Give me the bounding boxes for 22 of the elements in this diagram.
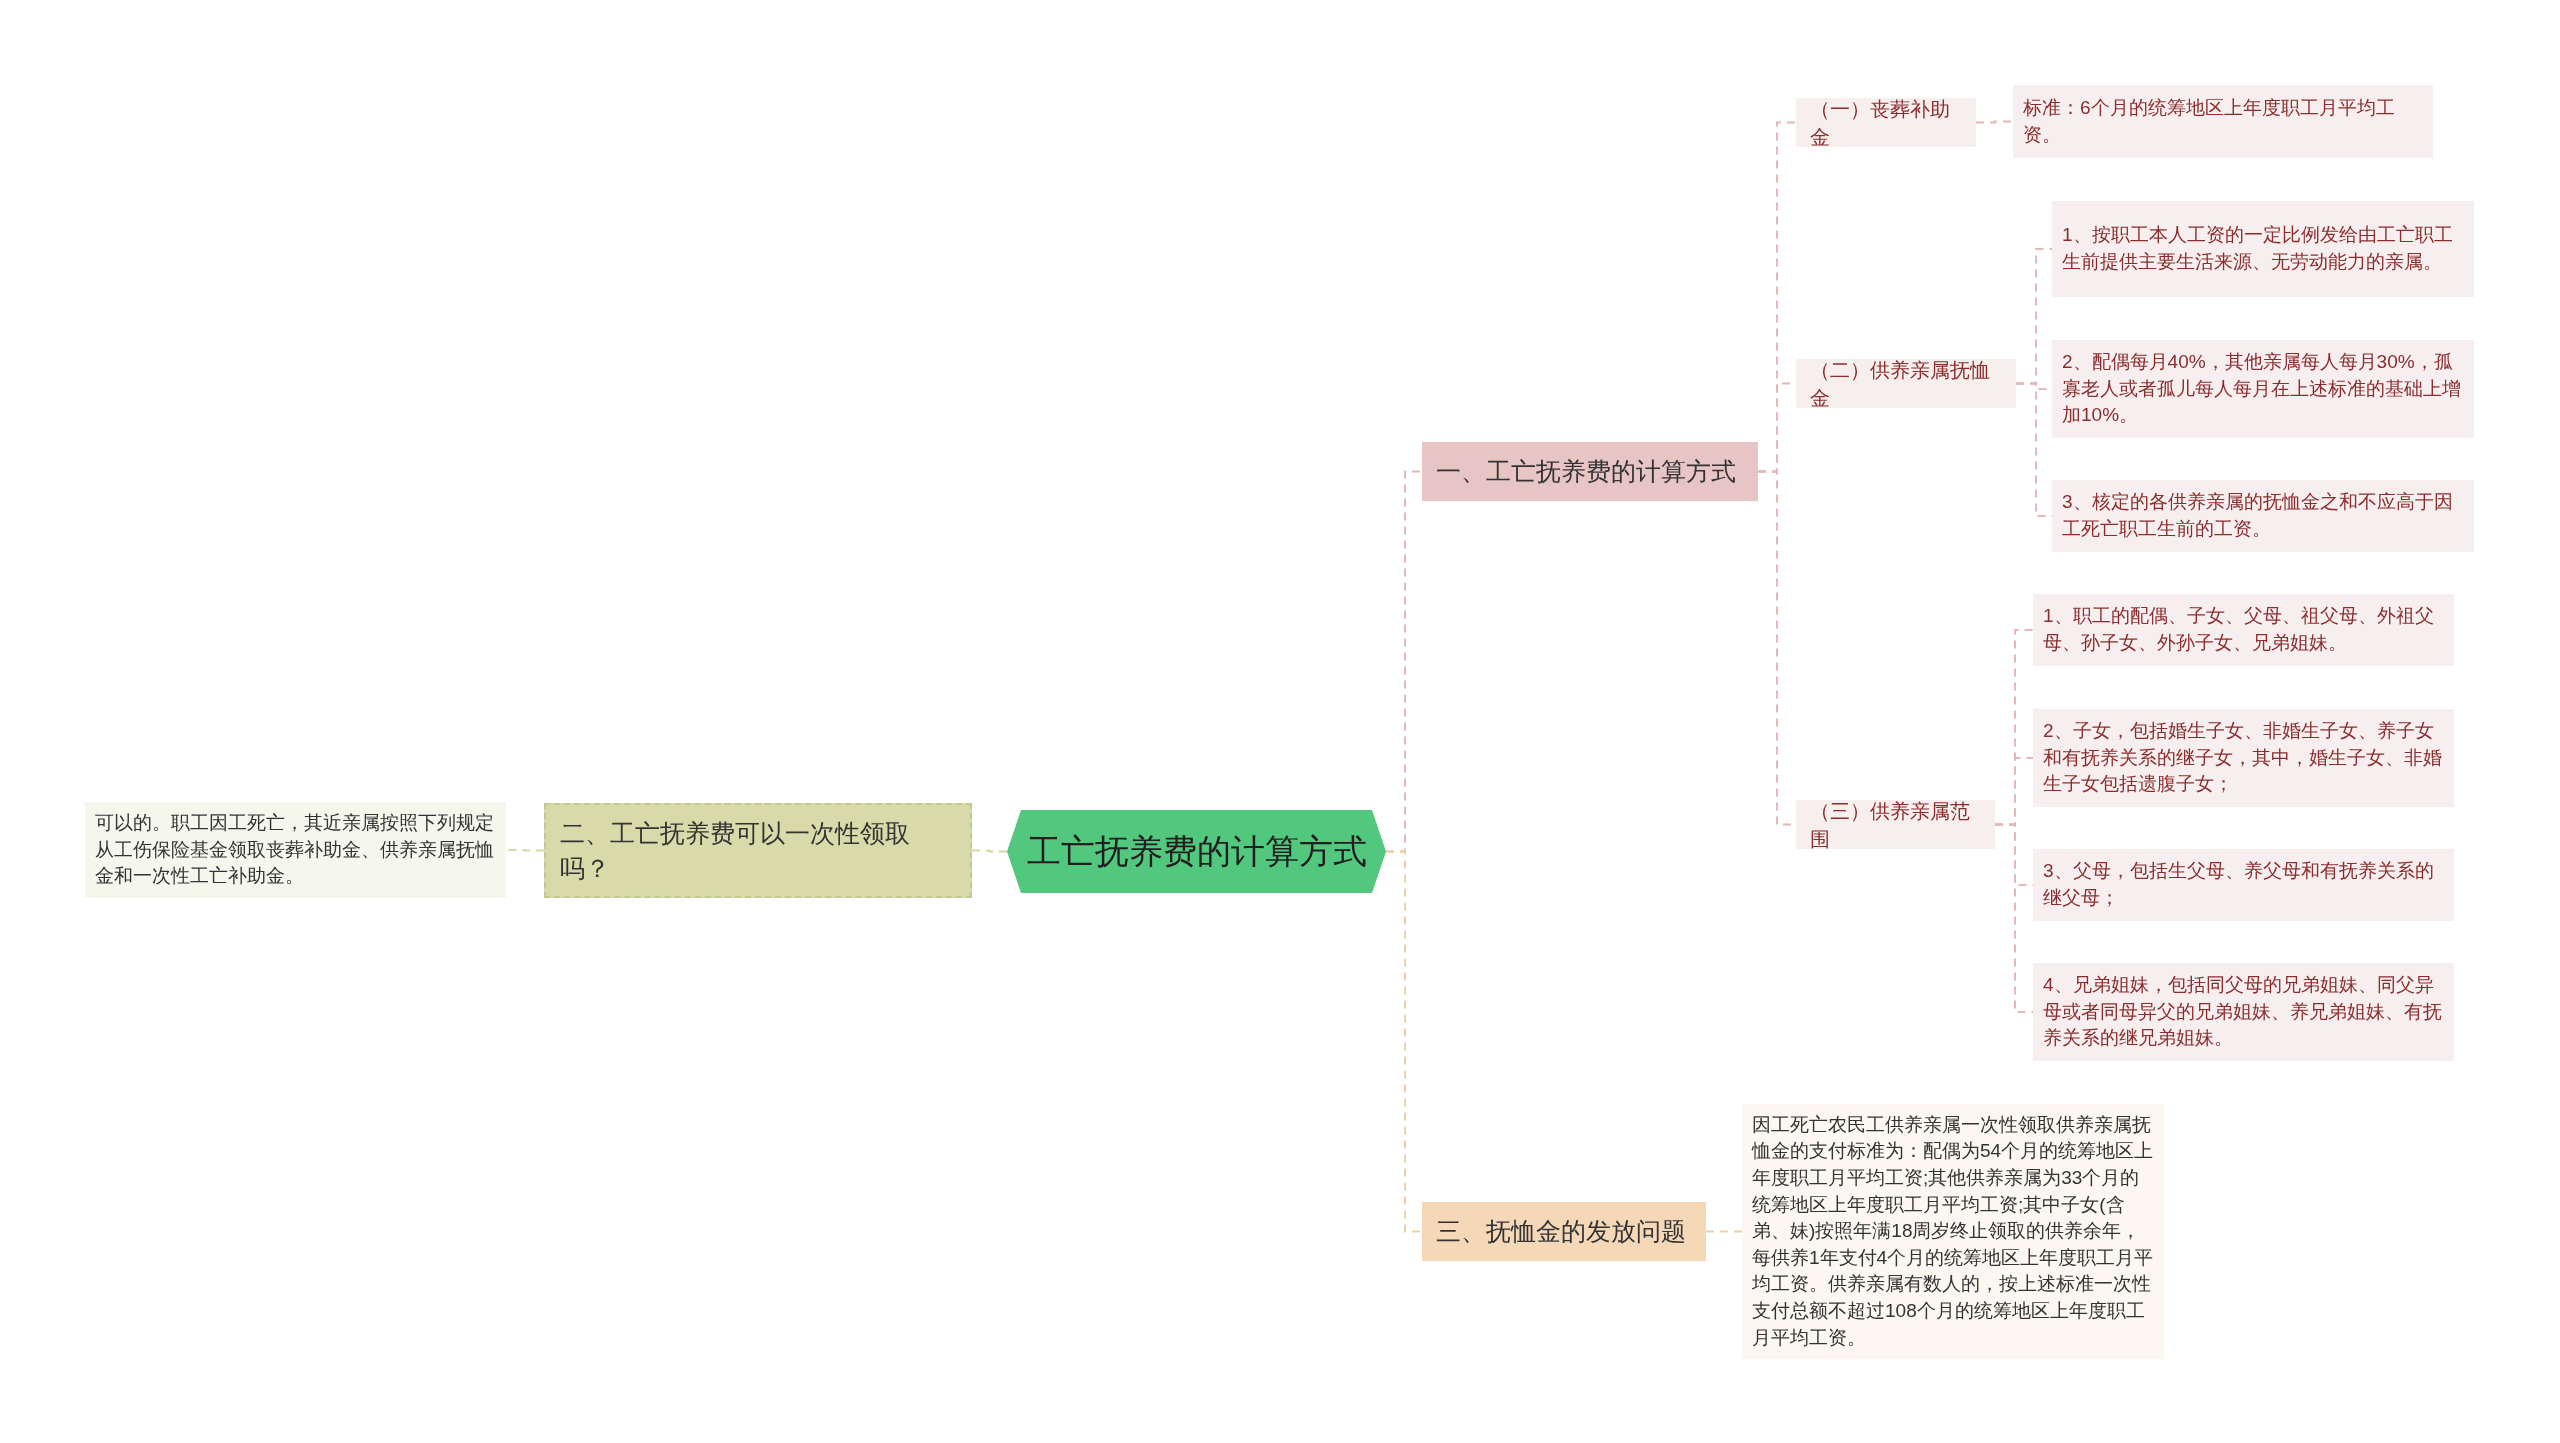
central-topic: 工亡抚养费的计算方式: [1007, 810, 1386, 893]
subtopic-box: （二）供养亲属抚恤金: [1796, 359, 2016, 408]
text-box: 3、父母，包括生父母、养父母和有抚养关系的继父母；: [2033, 849, 2454, 921]
subtopic-box: （一）丧葬补助金: [1796, 98, 1976, 147]
connector-line: [1994, 823, 2034, 1013]
text-box: 1、按职工本人工资的一定比例发给由工亡职工生前提供主要生活来源、无劳动能力的亲属。: [2052, 201, 2474, 297]
connector-line: [971, 849, 1008, 853]
text-box: 标准：6个月的统筹地区上年度职工月平均工资。: [2013, 85, 2433, 158]
connector-line: [1705, 1230, 1743, 1233]
text-box: 1、职工的配偶、子女、父母、祖父母、外祖父母、孙子女、外孙子女、兄弟姐妹。: [2033, 594, 2454, 666]
text-box: 因工死亡农民工供养亲属一次性领取供养亲属抚恤金的支付标准为：配偶为54个月的统筹地区上年度职工月平均工资;其他供养亲属为33个月的统筹地区上年度职工月平均工资;其中子女(含弟、妹)按照年满18周岁终止领取的供养余年，每供养1年支付4个月的统筹地区上年度职工月平均工资。供养亲属有数人的，按上述标准一次性支付总额不超过108个月的统筹地区上年度职工月平均工资。: [1742, 1104, 2164, 1359]
topic-box: 二、工亡抚养费可以一次性领取吗？: [544, 803, 972, 898]
text-box: 3、核定的各供养亲属的抚恤金之和不应高于因工死亡职工生前的工资。: [2052, 480, 2474, 552]
text-box: 2、配偶每月40%，其他亲属每人每月30%，孤寡老人或者孤儿每人每月在上述标准的基础上增加10%。: [2052, 340, 2474, 438]
connector-line: [1975, 120, 2014, 124]
topic-box: 一、工亡抚养费的计算方式: [1422, 442, 1758, 501]
text-box: 4、兄弟姐妹，包括同父母的兄弟姐妹、同父异母或者同母异父的兄弟姐妹、养兄弟姐妹、有抚养关系的继兄弟姐妹。: [2033, 963, 2454, 1061]
text-box: 可以的。职工因工死亡，其近亲属按照下列规定从工伤保险基金领取丧葬补助金、供养亲属抚恤金和一次性工亡补助金。: [85, 802, 506, 898]
topic-box: 三、抚恤金的发放问题: [1422, 1202, 1706, 1261]
text-box: 2、子女，包括婚生子女、非婚生子女、养子女和有抚养关系的继子女，其中，婚生子女、非婚生子女包括遗腹子女；: [2033, 709, 2454, 807]
connector-line: [1385, 850, 1423, 1233]
subtopic-box: （三）供养亲属范围: [1796, 800, 1995, 849]
